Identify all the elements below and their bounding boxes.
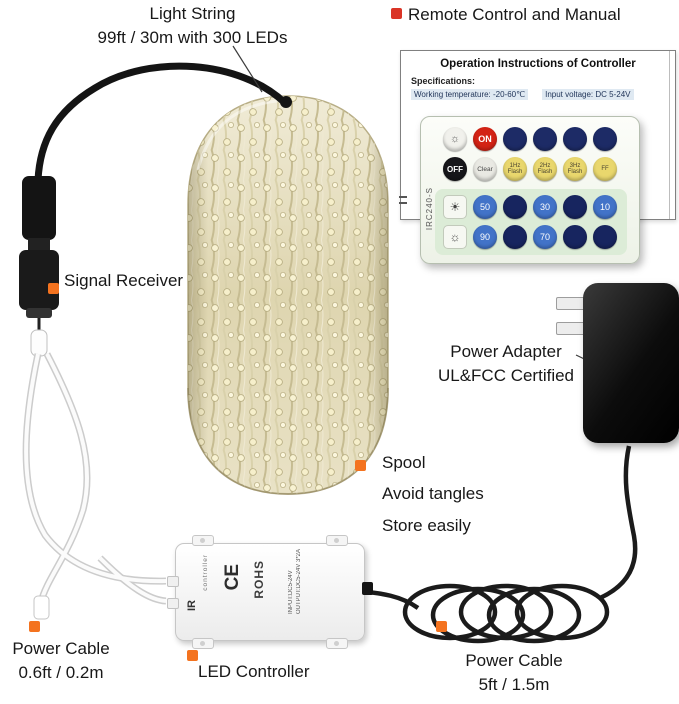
remote-label: Remote Control and Manual [408, 5, 621, 24]
callout-dot-power-cable-long [436, 621, 447, 632]
callout-dot-spool [355, 460, 366, 471]
light-string-callout-line [232, 45, 263, 93]
remote-row-power: ☼ ON [443, 127, 617, 151]
controller-input-socket [167, 598, 179, 609]
power-adapter-label: Power Adapter UL&FCC Certified [428, 340, 584, 388]
spool-label-line1: Spool [382, 453, 426, 472]
remote-number-button [563, 225, 587, 249]
power-plug-short [33, 595, 50, 620]
remote-mode-button [563, 127, 587, 151]
power-cable-short-line1: Power Cable [12, 639, 110, 658]
dc-connectors [19, 176, 59, 357]
led-controller-label: LED Controller [198, 662, 310, 681]
power-adapter-label-line1: Power Adapter [450, 342, 562, 361]
remote-row-numbers-2: ☼ 90 70 [443, 225, 617, 249]
remote-mode-button [503, 127, 527, 151]
rohs-mark: ROHS [252, 560, 266, 599]
light-string-label: Light String 99ft / 30m with 300 LEDs [75, 2, 310, 50]
controller-input-socket [167, 576, 179, 587]
remote-number-button: 90 [473, 225, 497, 249]
manual-spec-heading: Specifications: [411, 76, 476, 86]
mounting-tab [192, 535, 214, 546]
brightness-dim-button: ☼ [443, 127, 467, 151]
power-cable-short-label: Power Cable 0.6ft / 0.2m [0, 637, 122, 685]
brightness-icon: ☀ [443, 195, 467, 219]
light-string-label-line2: 99ft / 30m with 300 LEDs [97, 27, 288, 47]
mounting-tab [326, 638, 348, 649]
remote-model-label: IRC240-S [425, 187, 434, 231]
brightness-low-icon: ☼ [443, 225, 467, 249]
power-cable-long-line2: 5ft / 1.5m [478, 674, 550, 694]
controller-input-text: INPUT:DC5-24V [288, 570, 294, 615]
remote-mode-button [593, 127, 617, 151]
remote-row-numbers-1: ☀ 50 30 10 [443, 195, 617, 219]
remote-number-button: 50 [473, 195, 497, 219]
power-cable-short-line2: 0.6ft / 0.2m [18, 662, 104, 682]
power-adapter-label-line2: UL&FCC Certified [437, 365, 575, 385]
manual-title: Operation Instructions of Controller [440, 58, 636, 70]
remote-row-flash: OFF Clear 1Hz Flash 2Hz Flash 3Hz Flash … [443, 157, 617, 181]
remote-number-button [593, 225, 617, 249]
white-cables [22, 352, 167, 620]
ce-mark: CE [222, 564, 243, 591]
remote-clear-button: Clear [473, 157, 497, 181]
mounting-tab [192, 638, 214, 649]
remote-number-button: 70 [533, 225, 557, 249]
remote-number-button: 10 [593, 195, 617, 219]
signal-receiver-label: Signal Receiver [64, 271, 184, 290]
remote-number-button [503, 225, 527, 249]
light-string-cable [34, 62, 292, 181]
callout-dot-led-controller [187, 650, 198, 661]
remote-flash-button: 3Hz Flash [563, 157, 587, 181]
remote-number-button: 30 [533, 195, 557, 219]
ir-mark: IR [186, 600, 198, 611]
power-cable-long-label: Power Cable 5ft / 1.5m [448, 649, 580, 697]
callout-dot-signal-receiver [48, 283, 59, 294]
remote-on-button: ON [473, 127, 497, 151]
remote-control: IRC240-S ☼ ON OFF Clear 1Hz Flash 2Hz Fl… [420, 116, 640, 264]
controller-output-plug [362, 582, 373, 595]
manual-working-temp: Working temperature: -20-60℃ [411, 89, 529, 100]
power-cable-long-line1: Power Cable [465, 651, 563, 670]
controller-io-text: INPUT:DC5-24V OUTPUT:DC5-24V 3*2A [288, 549, 302, 614]
spool-label-line2: Avoid tangles [382, 484, 484, 504]
spool-label: Spool Avoid tangles Store easily [382, 447, 484, 541]
mounting-tab [326, 535, 348, 546]
led-spool [187, 95, 389, 496]
manual-input-voltage: Input voltage: DC 5-24V [542, 89, 634, 100]
remote-off-button: OFF [443, 157, 467, 181]
callout-dot-power-cable-short [29, 621, 40, 632]
remote-flash-button: 2Hz Flash [533, 157, 557, 181]
remote-number-button [563, 195, 587, 219]
light-string-label-line1: Light String [149, 4, 236, 23]
ir-receiver [30, 329, 48, 357]
callout-dot-remote [391, 8, 402, 19]
remote-number-button [503, 195, 527, 219]
remote-ff-button: FF [593, 157, 617, 181]
spool-label-line3: Store easily [382, 515, 471, 535]
led-controller-box: controller CE ROHS IR INPUT:DC5-24V OUTP… [167, 535, 373, 649]
controller-name-text: controller [202, 554, 209, 591]
remote-flash-button: 1Hz Flash [503, 157, 527, 181]
remote-mode-button [533, 127, 557, 151]
controller-output-text: OUTPUT:DC5-24V 3*2A [296, 549, 302, 615]
manual-spec-line: Working temperature: -20-60℃ Input volta… [411, 89, 675, 100]
power-adapter [583, 283, 679, 443]
